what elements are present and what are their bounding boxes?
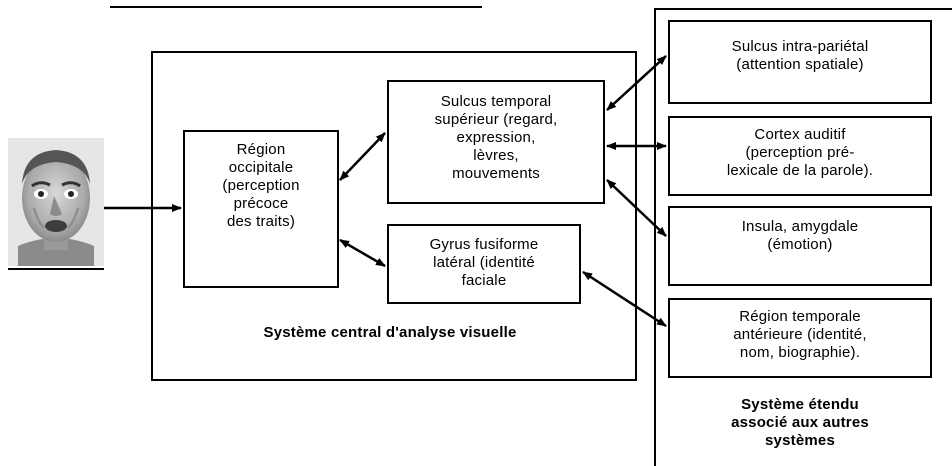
header-underline: [110, 6, 482, 8]
occipital-region-box: [183, 130, 339, 288]
intraparietal-sulcus-box: [668, 20, 932, 104]
face-photo: [8, 138, 104, 266]
occipital-region-label: Région occipitale (perception précoce de…: [222, 141, 300, 230]
arrow-sts-insula: [606, 179, 667, 237]
arrow-sts-intraparietal: [606, 55, 667, 111]
auditory-cortex-box: [668, 116, 932, 196]
fusiform-gyrus-box: [387, 224, 581, 304]
insula-amygdala-box: [668, 206, 932, 286]
sts-box: [387, 80, 605, 204]
central-system-label: Système central d'analyse visuelle: [263, 324, 517, 341]
anterior-temporal-label: Région temporale antérieure (identité, n…: [733, 308, 867, 361]
arrow-occipital-fusiform: [339, 238, 386, 268]
face-underline: [8, 268, 104, 270]
auditory-cortex-label: Cortex auditif (perception pré- lexicale…: [726, 126, 874, 179]
fusiform-gyrus-label: Gyrus fusiforme latéral (identité facial…: [429, 236, 539, 289]
anterior-temporal-box: [668, 298, 932, 378]
arrow-occipital-sts: [339, 132, 386, 181]
sts-label: Sulcus temporal supérieur (regard, expre…: [434, 93, 558, 182]
insula-amygdala-label: Insula, amygdale (émotion): [741, 218, 859, 253]
extended-system-label: Système étendu associé aux autres systèm…: [731, 396, 869, 449]
arrow-fusiform-anterior-temporal: [582, 270, 667, 328]
intraparietal-sulcus-label: Sulcus intra-pariétal (attention spatial…: [731, 38, 869, 73]
